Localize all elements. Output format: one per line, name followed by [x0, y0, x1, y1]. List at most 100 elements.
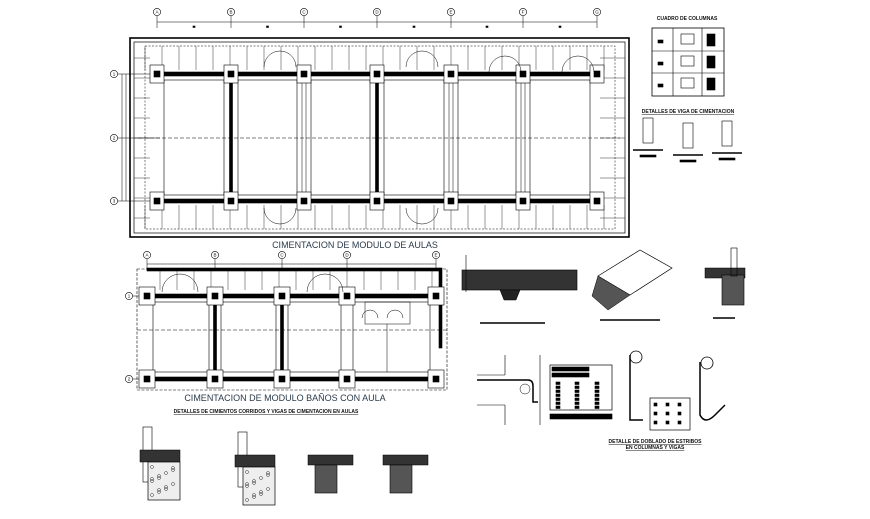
door-swing-arc	[361, 309, 379, 319]
column	[432, 375, 440, 383]
stone-aggregate	[245, 470, 249, 474]
table-cell-mark	[594, 397, 600, 401]
column	[432, 292, 440, 300]
slab-section	[307, 454, 354, 466]
bend-radius	[519, 383, 531, 395]
column	[593, 70, 601, 78]
table-cell-mark	[594, 405, 600, 409]
foundation-beam-axis-2	[146, 376, 438, 382]
stirrup-bend	[700, 356, 714, 370]
stone-aggregate	[252, 495, 256, 499]
label-bar	[679, 159, 697, 163]
stone-aggregate	[157, 474, 161, 478]
label-bar	[718, 157, 736, 161]
stone-aggregate	[150, 465, 154, 469]
stone-aggregate	[157, 488, 161, 492]
inner-wall	[133, 41, 626, 234]
room-outline	[352, 301, 431, 373]
grid-col-E-label: E	[449, 10, 452, 15]
dim-mark	[412, 25, 416, 28]
room-outline	[220, 301, 277, 373]
table-cell-mark	[653, 402, 658, 407]
column	[211, 375, 219, 383]
room-outline	[287, 301, 342, 373]
column	[278, 292, 286, 300]
column-section	[680, 77, 695, 89]
grid-col-B-bubble	[227, 8, 235, 16]
detalle-estribos-title-1: DETALLE DE DOBLADO DE ESTRIBOS	[609, 439, 703, 445]
dim-mark	[192, 25, 196, 28]
column	[211, 292, 219, 300]
grid-row-2-bubble	[125, 375, 133, 383]
grid-row-1-label: 1	[113, 72, 116, 77]
rebar-spec	[706, 55, 716, 69]
grid-col-E-bubble	[447, 8, 455, 16]
door-swing-arc	[306, 273, 344, 293]
grid-row-3-label: 3	[113, 199, 116, 204]
stone-aggregate	[157, 476, 161, 480]
beam-section	[721, 120, 733, 147]
grid-col-F-label: F	[522, 10, 525, 15]
footing-section	[389, 464, 413, 494]
rebar-spec	[706, 77, 716, 91]
door-swing-arc	[488, 55, 522, 73]
stone-aggregate	[252, 493, 256, 497]
column	[343, 375, 351, 383]
grid-col-A-label: A	[155, 10, 158, 15]
grid-col-B-label: B	[213, 253, 216, 258]
overcimiento	[139, 449, 181, 463]
table-cell-mark	[555, 405, 561, 409]
stone-aggregate	[266, 471, 270, 475]
door-swing-arc	[561, 55, 595, 73]
column-mark	[657, 39, 664, 44]
dim-mark	[558, 25, 562, 28]
beam-section	[682, 122, 694, 149]
bathroom-partition	[364, 301, 411, 325]
table-header	[551, 366, 590, 372]
door-swing-arc	[405, 207, 439, 225]
grid-col-E-bubble	[432, 251, 440, 259]
grid-col-C-bubble	[278, 251, 286, 259]
table-cell-mark	[665, 420, 670, 425]
room-outline	[529, 79, 591, 196]
stone-aggregate	[171, 466, 175, 470]
grid-row-1-bubble	[125, 292, 133, 300]
footing-slab-section	[461, 269, 578, 291]
grid-col-B-label: B	[229, 10, 232, 15]
door-swing-arc	[263, 207, 297, 225]
grid-col-A-bubble	[153, 8, 161, 16]
table-cell-mark	[555, 385, 561, 389]
table-cell-mark	[555, 389, 561, 393]
column	[343, 292, 351, 300]
stone-aggregate	[245, 482, 249, 486]
column	[227, 197, 235, 205]
grid-col-D-label: D	[375, 10, 379, 15]
table-cell-mark	[574, 405, 580, 409]
column	[373, 197, 381, 205]
column	[153, 197, 161, 205]
column-mark	[657, 61, 664, 66]
table-cell-mark	[665, 411, 670, 416]
table-cell-mark	[653, 411, 658, 416]
stone-aggregate	[171, 482, 175, 486]
overcimiento	[234, 454, 276, 468]
grid-row-2-label: 2	[128, 377, 131, 382]
stone-aggregate	[259, 476, 263, 480]
grid-col-D-label: D	[345, 253, 349, 258]
column-section	[680, 33, 695, 45]
table-cell-mark	[574, 389, 580, 393]
grid-col-A-label: A	[145, 253, 148, 258]
detalles-cimientos-title: DETALLES DE CIMIENTOS CORRIDOS Y VIGAS D…	[174, 409, 359, 415]
foundation-beam-vertical	[280, 295, 284, 380]
grid-row-2-bubble	[110, 134, 118, 142]
stirrup-hook-135	[699, 362, 726, 421]
door-swing-arc	[386, 309, 404, 319]
stone-aggregate	[266, 473, 270, 477]
stone-aggregate	[245, 484, 249, 488]
stirrup-hook	[629, 355, 643, 421]
door-swing-arc	[161, 273, 199, 293]
stone-aggregate	[259, 490, 263, 494]
door-swing-arc	[405, 50, 439, 68]
